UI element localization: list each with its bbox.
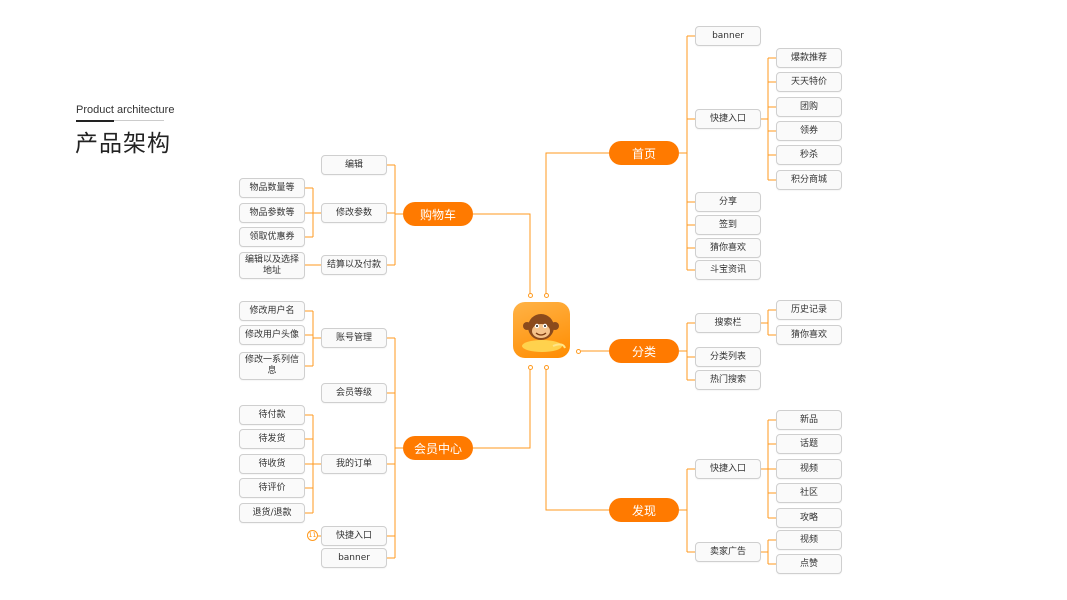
category-search-bar: 搜索栏 [695, 313, 761, 333]
param-item: 领取优惠券 [239, 227, 305, 247]
title-underline-accent [76, 120, 114, 122]
cart-edit: 编辑 [321, 155, 387, 175]
connector-dot [543, 292, 549, 298]
page-subtitle: Product architecture [76, 104, 175, 116]
home-share: 分享 [695, 192, 761, 212]
connector-line [473, 368, 531, 449]
discover-seller-ads: 卖家广告 [695, 542, 761, 562]
member-quick-entry: 快捷入口 [321, 526, 387, 546]
home-guess-like: 猜你喜欢 [695, 238, 761, 258]
search-sub-item: 历史记录 [776, 300, 842, 320]
member-banner: banner [321, 548, 387, 568]
account-item: 修改用户头像 [239, 325, 305, 345]
branch-cart: 购物车 [403, 202, 473, 226]
connector-dot [543, 364, 549, 370]
discover-entry-item: 视频 [776, 459, 842, 479]
title-underline [114, 120, 164, 121]
page-title: 产品架构 [75, 131, 171, 157]
order-item: 退货/退款 [239, 503, 305, 523]
connector-dot [527, 364, 533, 370]
param-item: 物品数量等 [239, 178, 305, 198]
quick-entry-item: 领券 [776, 121, 842, 141]
count-badge: 11 [307, 530, 318, 541]
param-item: 物品参数等 [239, 203, 305, 223]
account-item: 修改一系列信 息 [239, 352, 305, 380]
quick-entry-item: 团购 [776, 97, 842, 117]
branch-home: 首页 [609, 141, 679, 165]
branch-category: 分类 [609, 339, 679, 363]
discover-entry-item: 新品 [776, 410, 842, 430]
order-item: 待付款 [239, 405, 305, 425]
member-level: 会员等级 [321, 383, 387, 403]
cart-checkout: 结算以及付款 [321, 255, 387, 275]
quick-entry-item: 积分商城 [776, 170, 842, 190]
discover-entry-item: 社区 [776, 483, 842, 503]
seller-ad-item: 视频 [776, 530, 842, 550]
monkey-mascot-icon [513, 302, 570, 358]
connector-line [545, 368, 609, 511]
quick-entry-item: 天天特价 [776, 72, 842, 92]
category-hot-search: 热门搜索 [695, 370, 761, 390]
connector-dot [575, 348, 581, 354]
branch-member: 会员中心 [403, 436, 473, 460]
home-banner: banner [695, 26, 761, 46]
home-quick-entry: 快捷入口 [695, 109, 761, 129]
cart-modify-params: 修改参数 [321, 203, 387, 223]
quick-entry-item: 秒杀 [776, 145, 842, 165]
category-list: 分类列表 [695, 347, 761, 367]
member-account: 账号管理 [321, 328, 387, 348]
order-item: 待收货 [239, 454, 305, 474]
connector-line [473, 213, 531, 297]
connector-line [545, 152, 609, 297]
order-item: 待发货 [239, 429, 305, 449]
quick-entry-item: 爆款推荐 [776, 48, 842, 68]
order-item: 待评价 [239, 478, 305, 498]
account-item: 修改用户名 [239, 301, 305, 321]
branch-discover: 发现 [609, 498, 679, 522]
seller-ad-item: 点赞 [776, 554, 842, 574]
discover-entry-item: 攻略 [776, 508, 842, 528]
home-news: 斗宝资讯 [695, 260, 761, 280]
search-sub-item: 猜你喜欢 [776, 325, 842, 345]
home-checkin: 签到 [695, 215, 761, 235]
address-item: 编辑以及选择 地址 [239, 252, 305, 279]
member-orders: 我的订单 [321, 454, 387, 474]
connector-dot [527, 292, 533, 298]
discover-entry-item: 话题 [776, 434, 842, 454]
discover-quick-entry: 快捷入口 [695, 459, 761, 479]
